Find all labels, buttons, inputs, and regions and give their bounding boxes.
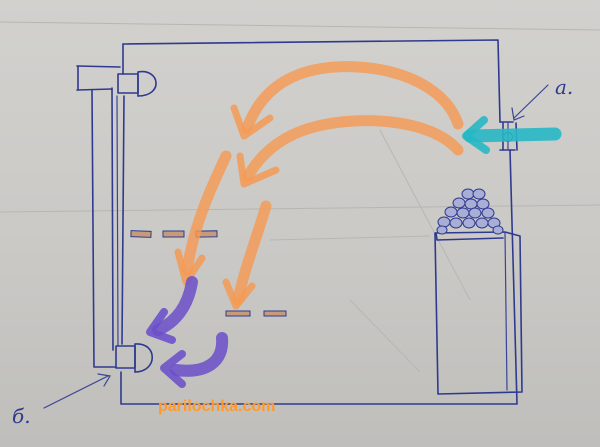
outlet-label: б. xyxy=(12,404,31,428)
inlet-label: а. xyxy=(555,75,573,99)
heater-stove xyxy=(434,231,523,395)
lower-bench xyxy=(225,310,287,317)
left-vent-duct xyxy=(76,65,121,368)
inlet-callout xyxy=(511,84,549,121)
room-outline xyxy=(120,39,518,405)
warm-air-arrow-down-right xyxy=(222,200,272,310)
warm-air-arrow-down-left xyxy=(174,150,232,286)
warm-air-arrow-upper xyxy=(230,61,464,140)
cool-air-arrow-upper xyxy=(146,276,198,344)
outlet-callout xyxy=(43,373,111,409)
paper-grid-lines xyxy=(0,21,600,373)
upper-bench xyxy=(130,230,218,238)
watermark: parilochka.com xyxy=(158,398,275,415)
warm-air-arrow-middle xyxy=(236,115,464,188)
fresh-air-arrow xyxy=(462,116,562,154)
lower-vent-cap xyxy=(115,343,153,373)
heater-stones xyxy=(436,188,504,235)
cool-air-arrow-lower xyxy=(160,332,229,388)
upper-vent-cap xyxy=(117,70,157,97)
